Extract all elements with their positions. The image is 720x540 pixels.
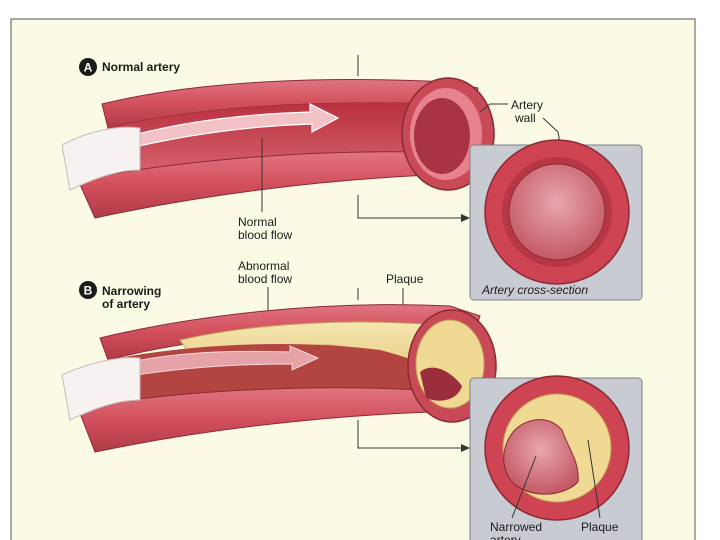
panel-a-badge xyxy=(79,58,97,76)
panel-b-title-line2: of artery xyxy=(102,297,150,311)
cross-section-a-inner xyxy=(508,163,606,261)
artery-b-flow-arrow xyxy=(129,345,320,377)
abnormal-flow-label-line1: Abnormal xyxy=(238,259,289,273)
artery-a-left-end xyxy=(61,126,141,191)
artery-a-cut-end-inner xyxy=(414,98,470,174)
cross-section-caption: Artery cross-section xyxy=(481,283,588,297)
cross-section-b-lumen xyxy=(503,419,579,495)
narrowed-artery-leader xyxy=(511,455,537,519)
plaque-leader-2 xyxy=(587,439,601,519)
panel-a-connector-arrow xyxy=(461,214,470,222)
plaque-label-2: Plaque xyxy=(581,520,619,534)
artery-wall-label-line1: Artery xyxy=(511,98,543,112)
artery-wall-leader xyxy=(479,103,508,113)
artery-a-lumen xyxy=(108,102,471,176)
panel-b: B Narrowing of artery Abnormal blood flo… xyxy=(61,259,643,540)
narrowed-artery-label-line2: artery xyxy=(490,533,521,540)
panel-b-connector-arrow xyxy=(461,444,470,452)
normal-flow-label-line2: blood flow xyxy=(238,228,292,242)
panel-a-title: Normal artery xyxy=(102,60,180,74)
artery-b-left-end xyxy=(61,357,141,421)
panel-a-badge-letter: A xyxy=(84,61,93,75)
normal-flow-label-line1: Normal xyxy=(238,215,277,229)
artery-b-cut-end-lumen xyxy=(420,367,462,401)
panel-b-title-line1: Narrowing xyxy=(102,284,161,298)
panel-a: A Normal artery Artery wall Normal blood… xyxy=(61,55,643,301)
artery-wall-label-line2: wall xyxy=(514,111,536,125)
panel-b-connector xyxy=(357,420,462,449)
panel-b-badge xyxy=(79,281,97,299)
plaque-label: Plaque xyxy=(386,272,424,286)
panel-b-badge-letter: B xyxy=(84,284,93,298)
abnormal-flow-label-line2: blood flow xyxy=(238,272,292,286)
panel-a-connector xyxy=(357,195,462,219)
narrowed-artery-label-line1: Narrowed xyxy=(490,520,542,534)
artery-a-flow-arrow xyxy=(129,103,340,149)
